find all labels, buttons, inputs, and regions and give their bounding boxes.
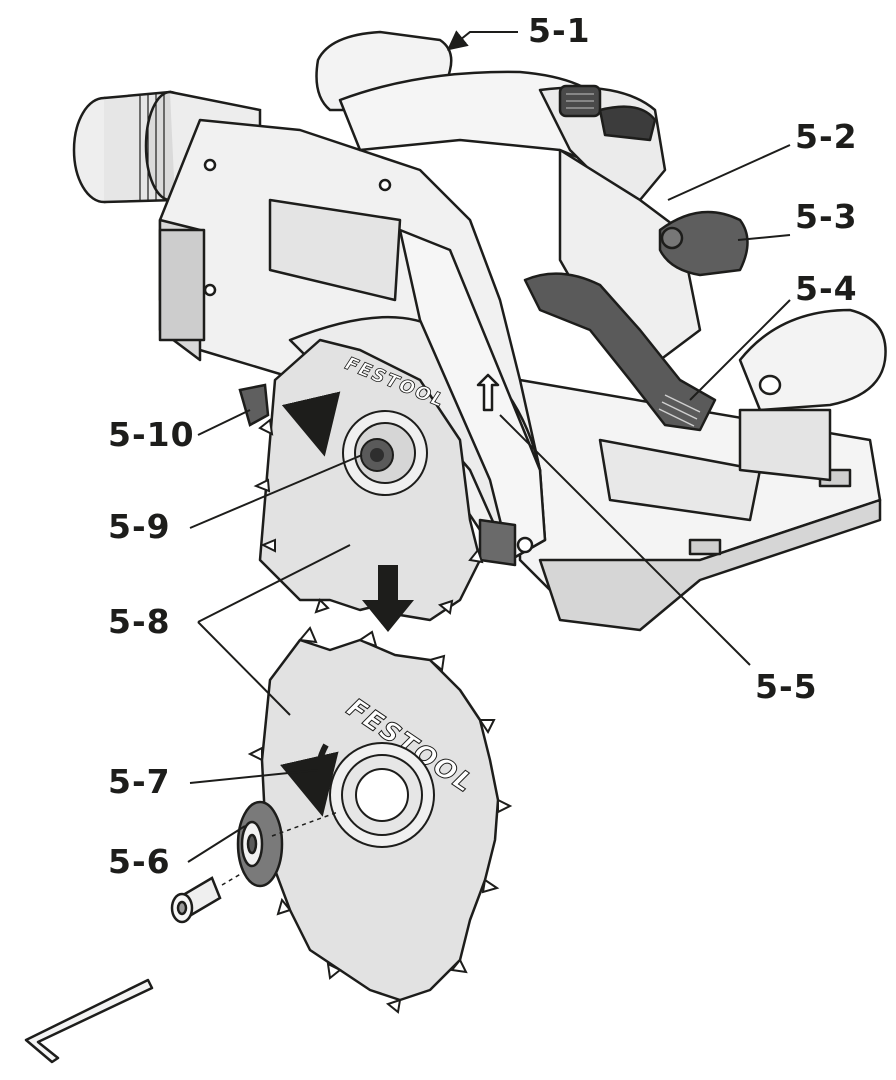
callout-5-7: 5-7 bbox=[108, 762, 171, 801]
front-knob bbox=[738, 308, 887, 482]
locking-lever bbox=[658, 210, 749, 277]
callout-5-9: 5-9 bbox=[108, 507, 171, 546]
callout-5-6: 5-6 bbox=[108, 842, 171, 881]
plunge-lever bbox=[523, 272, 717, 432]
flange-washer-icon bbox=[236, 800, 284, 888]
saw-blade-installed: FESTOOL bbox=[253, 338, 484, 624]
callout-5-1: 5-1 bbox=[528, 11, 591, 50]
callout-5-2: 5-2 bbox=[795, 117, 858, 156]
callout-5-10: 5-10 bbox=[108, 415, 195, 454]
leader-lines bbox=[187, 30, 791, 863]
screw-icon bbox=[170, 876, 222, 924]
down-arrow-icon bbox=[362, 565, 414, 632]
callout-5-5: 5-5 bbox=[755, 667, 818, 706]
callout-5-4: 5-4 bbox=[795, 269, 858, 308]
hex-key-icon bbox=[24, 978, 154, 1064]
rotation-arrow-icon bbox=[281, 391, 341, 457]
rotation-arrow-icon bbox=[280, 743, 339, 817]
spindle-lock-button bbox=[238, 383, 270, 427]
callout-5-3: 5-3 bbox=[795, 197, 858, 236]
callout-5-8: 5-8 bbox=[108, 602, 171, 641]
saw-blade-icon: FESTOOL bbox=[247, 626, 513, 1014]
